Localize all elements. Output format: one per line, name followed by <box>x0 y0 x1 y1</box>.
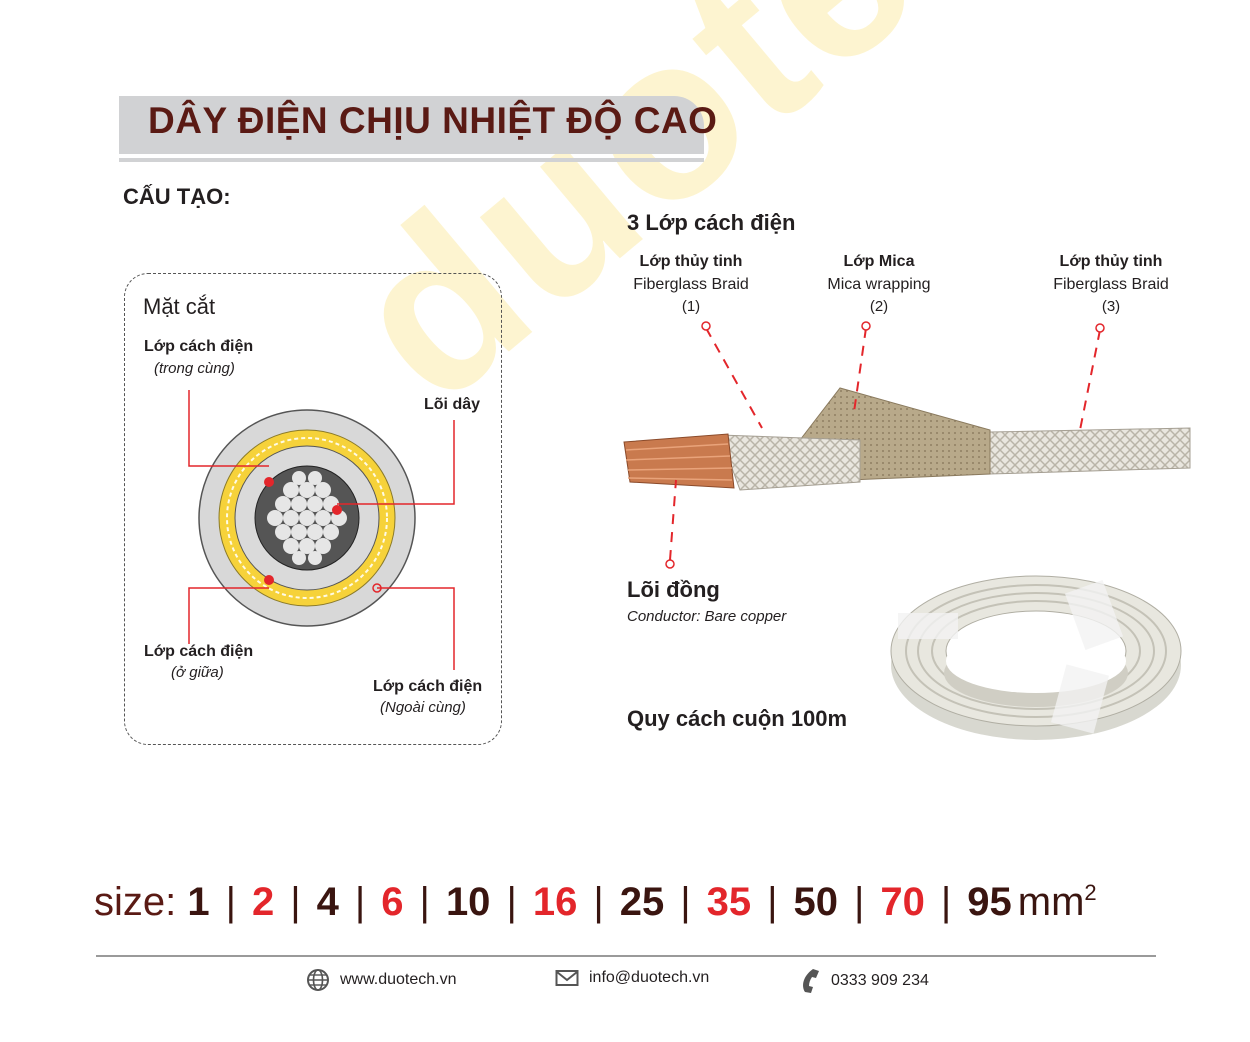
layer-3-en: Fiberglass Braid <box>1053 276 1169 293</box>
core-label: Lõi dây <box>424 396 481 413</box>
size-separator: | <box>767 880 778 924</box>
middle-layer-label: Lớp cách điện <box>144 643 254 660</box>
conductor-sub: Conductor: Bare copper <box>627 608 787 625</box>
size-separator: | <box>419 880 430 924</box>
size-prefix: size: <box>94 880 177 924</box>
title-underline <box>119 158 704 162</box>
email-text: info@duotech.vn <box>589 969 710 986</box>
layer-2-name: Lớp Mica <box>843 253 915 270</box>
size-value: 2 <box>252 880 275 924</box>
layer-2-num: (2) <box>869 298 889 315</box>
size-separator: | <box>680 880 691 924</box>
conductor-title: Lõi đồng <box>627 577 720 602</box>
size-value: 95 <box>967 880 1012 924</box>
globe-icon <box>307 969 329 991</box>
size-value: 1 <box>187 880 210 924</box>
contact-email[interactable]: info@duotech.vn <box>555 968 709 988</box>
website-text: www.duotech.vn <box>340 971 457 988</box>
title-banner <box>119 96 704 154</box>
layer-1-name: Lớp thủy tinh <box>639 253 743 270</box>
size-separator: | <box>290 880 301 924</box>
size-separator: | <box>354 880 366 924</box>
layer-3-num: (3) <box>1101 298 1121 315</box>
size-value: 16 <box>532 880 578 924</box>
section-label: CẤU TẠO: <box>123 184 231 209</box>
inner-layer-label: Lớp cách điện <box>144 338 254 355</box>
cross-section-panel <box>124 273 502 745</box>
size-separator: | <box>225 880 237 924</box>
size-value: 25 <box>619 880 665 924</box>
layer-3-name: Lớp thủy tinh <box>1059 253 1163 270</box>
layer-1-en: Fiberglass Braid <box>633 276 749 293</box>
footer-divider <box>96 955 1156 957</box>
size-value: 35 <box>706 880 752 924</box>
size-separator: | <box>593 880 604 924</box>
cable-cross-section-diagram <box>188 390 455 670</box>
phone-icon <box>803 969 819 993</box>
middle-layer-sub: (ở giữa) <box>171 664 224 681</box>
outer-layer-label: Lớp cách điện <box>373 678 483 695</box>
size-value: 50 <box>793 880 839 924</box>
inner-layer-sub: (trong cùng) <box>154 360 235 377</box>
cable-layers-illustration <box>623 321 1191 569</box>
cable-coil-illustration <box>890 575 1182 740</box>
size-separator: | <box>940 880 952 924</box>
layer-2-en: Mica wrapping <box>827 276 931 293</box>
cross-section-title: Mặt cắt <box>143 294 216 319</box>
layer-1-num: (1) <box>681 298 701 315</box>
contact-website[interactable]: www.duotech.vn <box>306 968 457 992</box>
coil-label: Quy cách cuộn 100m <box>627 706 848 731</box>
size-separator: | <box>506 880 517 924</box>
size-value: 70 <box>880 880 925 924</box>
size-value: 10 <box>445 880 491 924</box>
page-title: DÂY ĐIỆN CHỊU NHIỆT ĐỘ CAO <box>148 100 718 141</box>
outer-layer-sub: (Ngoài cùng) <box>380 699 466 716</box>
layers-heading: 3 Lớp cách điện <box>627 210 796 235</box>
contact-phone[interactable]: 0333 909 234 <box>799 968 929 994</box>
size-value: 4 <box>316 880 339 924</box>
size-unit: mm2 <box>1017 880 1097 924</box>
phone-text: 0333 909 234 <box>831 972 929 989</box>
size-value: 6 <box>381 880 404 924</box>
size-separator: | <box>854 880 865 924</box>
mail-icon <box>555 970 579 986</box>
